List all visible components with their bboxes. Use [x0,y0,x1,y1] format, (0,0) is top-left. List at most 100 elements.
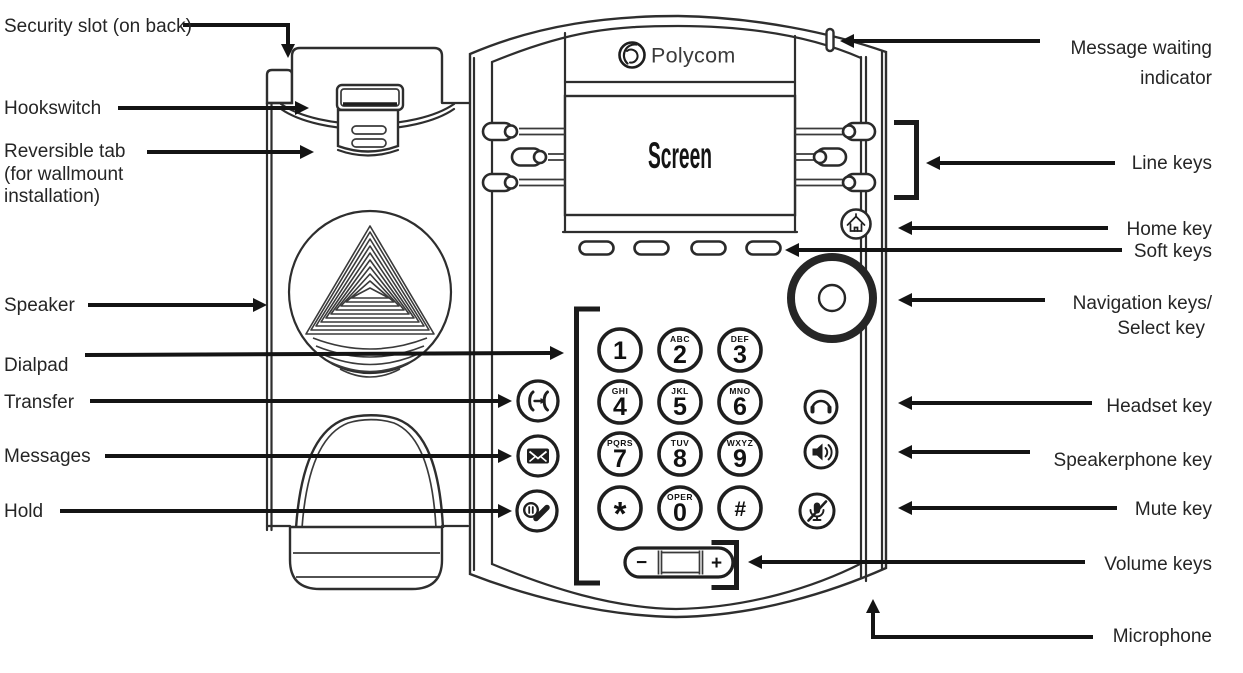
volume-keys: − + [623,546,735,579]
hold-icon [523,502,550,522]
svg-text:GHI: GHI [612,386,629,396]
callout-label-hold: Hold [4,501,43,522]
navigation-keys [787,253,877,343]
reversible-tab [336,108,400,153]
screen [563,94,797,217]
svg-text:PQRS: PQRS [607,438,633,448]
speaker-circle [287,209,453,375]
callout-label-home-key: Home key [1126,219,1212,240]
callout-label-reversible-tab-1: Reversible tab [4,141,125,162]
hookswitch-inner [340,88,400,107]
arrowhead [898,221,912,235]
base-tray-lines [293,552,440,578]
transfer-key [516,379,560,423]
callout-label-line-keys: Line keys [1132,153,1212,174]
dialpad-key-3: DEF 3 [717,327,763,373]
arrowhead [785,243,799,257]
arrowhead [898,445,912,459]
svg-text:MNO: MNO [729,386,750,396]
arrowhead [748,555,762,569]
speakerphone-key [803,434,839,470]
home-key [840,208,872,240]
callout-label-security-slot: Security slot (on back) [4,16,192,37]
cradle-cup [290,46,444,103]
dialpad-key-star: * [597,485,643,532]
mute-icon [807,500,828,522]
soft-key-2 [633,240,670,256]
svg-text:7: 7 [613,445,627,473]
volume-bracket [711,540,739,590]
svg-text:*: * [614,495,627,532]
headset-icon [810,399,832,414]
callout-label-speakerphone: Speakerphone key [1054,450,1213,471]
callout-label-microphone: Microphone [1113,626,1212,647]
arrowhead [498,449,512,463]
dialpad-key-1: 1 [597,327,643,373]
svg-text:DEF: DEF [731,334,750,344]
arrowhead [840,34,854,48]
callout-label-message-waiting-2: indicator [1140,68,1212,89]
handset-base-tray [288,525,444,591]
arrowhead [300,145,314,159]
svg-text:ABC: ABC [670,334,690,344]
svg-text:1: 1 [613,337,627,365]
svg-text:9: 9 [733,445,747,473]
svg-text:4: 4 [613,393,627,421]
callout-label-navigation-1: Navigation keys/ [1073,293,1213,314]
arrowhead [898,396,912,410]
dialpad-key-9: WXYZ 9 [717,431,763,477]
callout-label-transfer: Transfer [4,392,75,413]
callout-label-hookswitch: Hookswitch [4,98,101,119]
arrowhead [866,599,880,613]
svg-text:WXYZ: WXYZ [727,438,754,448]
arrowhead [498,394,512,408]
callout-label-dialpad: Dialpad [4,355,68,376]
svg-text:6: 6 [733,393,747,421]
soft-key-4 [745,240,782,256]
arrowhead [898,293,912,307]
headset-key [803,389,839,425]
dialpad-key-7: PQRS 7 [597,431,643,477]
security-slot-tab [265,68,294,105]
line-keys [481,121,877,193]
dialpad-key-4: GHI 4 [597,379,643,425]
svg-text:3: 3 [733,341,747,369]
callout-label-mute: Mute key [1135,499,1213,520]
svg-text:8: 8 [673,445,687,473]
screen-label: Screen [648,135,712,176]
callout-label-volume: Volume keys [1104,554,1212,575]
dialpad-key-6: MNO 6 [717,379,763,425]
transfer-icon [528,390,549,412]
callout-lines [60,23,1122,639]
cradle-left-edge [265,101,273,532]
arrowhead [498,504,512,518]
svg-text:0: 0 [673,499,687,527]
svg-text:TUV: TUV [671,438,690,448]
line-keys-bracket [894,120,919,200]
tab-slot-2 [351,138,387,148]
callout-label-reversible-tab-2: (for wallmount [4,164,124,185]
arrowhead [253,298,267,312]
callout-label-speaker: Speaker [4,295,75,316]
handset-dome-inner [301,418,437,529]
handset [265,414,470,591]
arrowhead [550,346,564,360]
callout-label-reversible-tab-3: installation) [4,186,100,207]
soft-key-3 [690,240,727,256]
reversible-tab-bottom [336,148,400,157]
handset-dome-outer [294,414,445,529]
display-panel: Polycom Screen [561,27,835,234]
callout-label-message-waiting-1: Message waiting [1070,38,1212,59]
arrowhead [926,156,940,170]
dialpad-bracket [574,306,600,586]
bottom-inner-curve [490,561,864,611]
callout-label-messages: Messages [4,446,91,467]
line-key-right-3 [795,172,877,193]
speakerphone-icon [812,443,833,461]
line-key-left-2 [510,147,565,167]
arrowhead [295,101,309,115]
handset-cradle [265,46,472,591]
callout-line-dialpad [84,351,551,357]
